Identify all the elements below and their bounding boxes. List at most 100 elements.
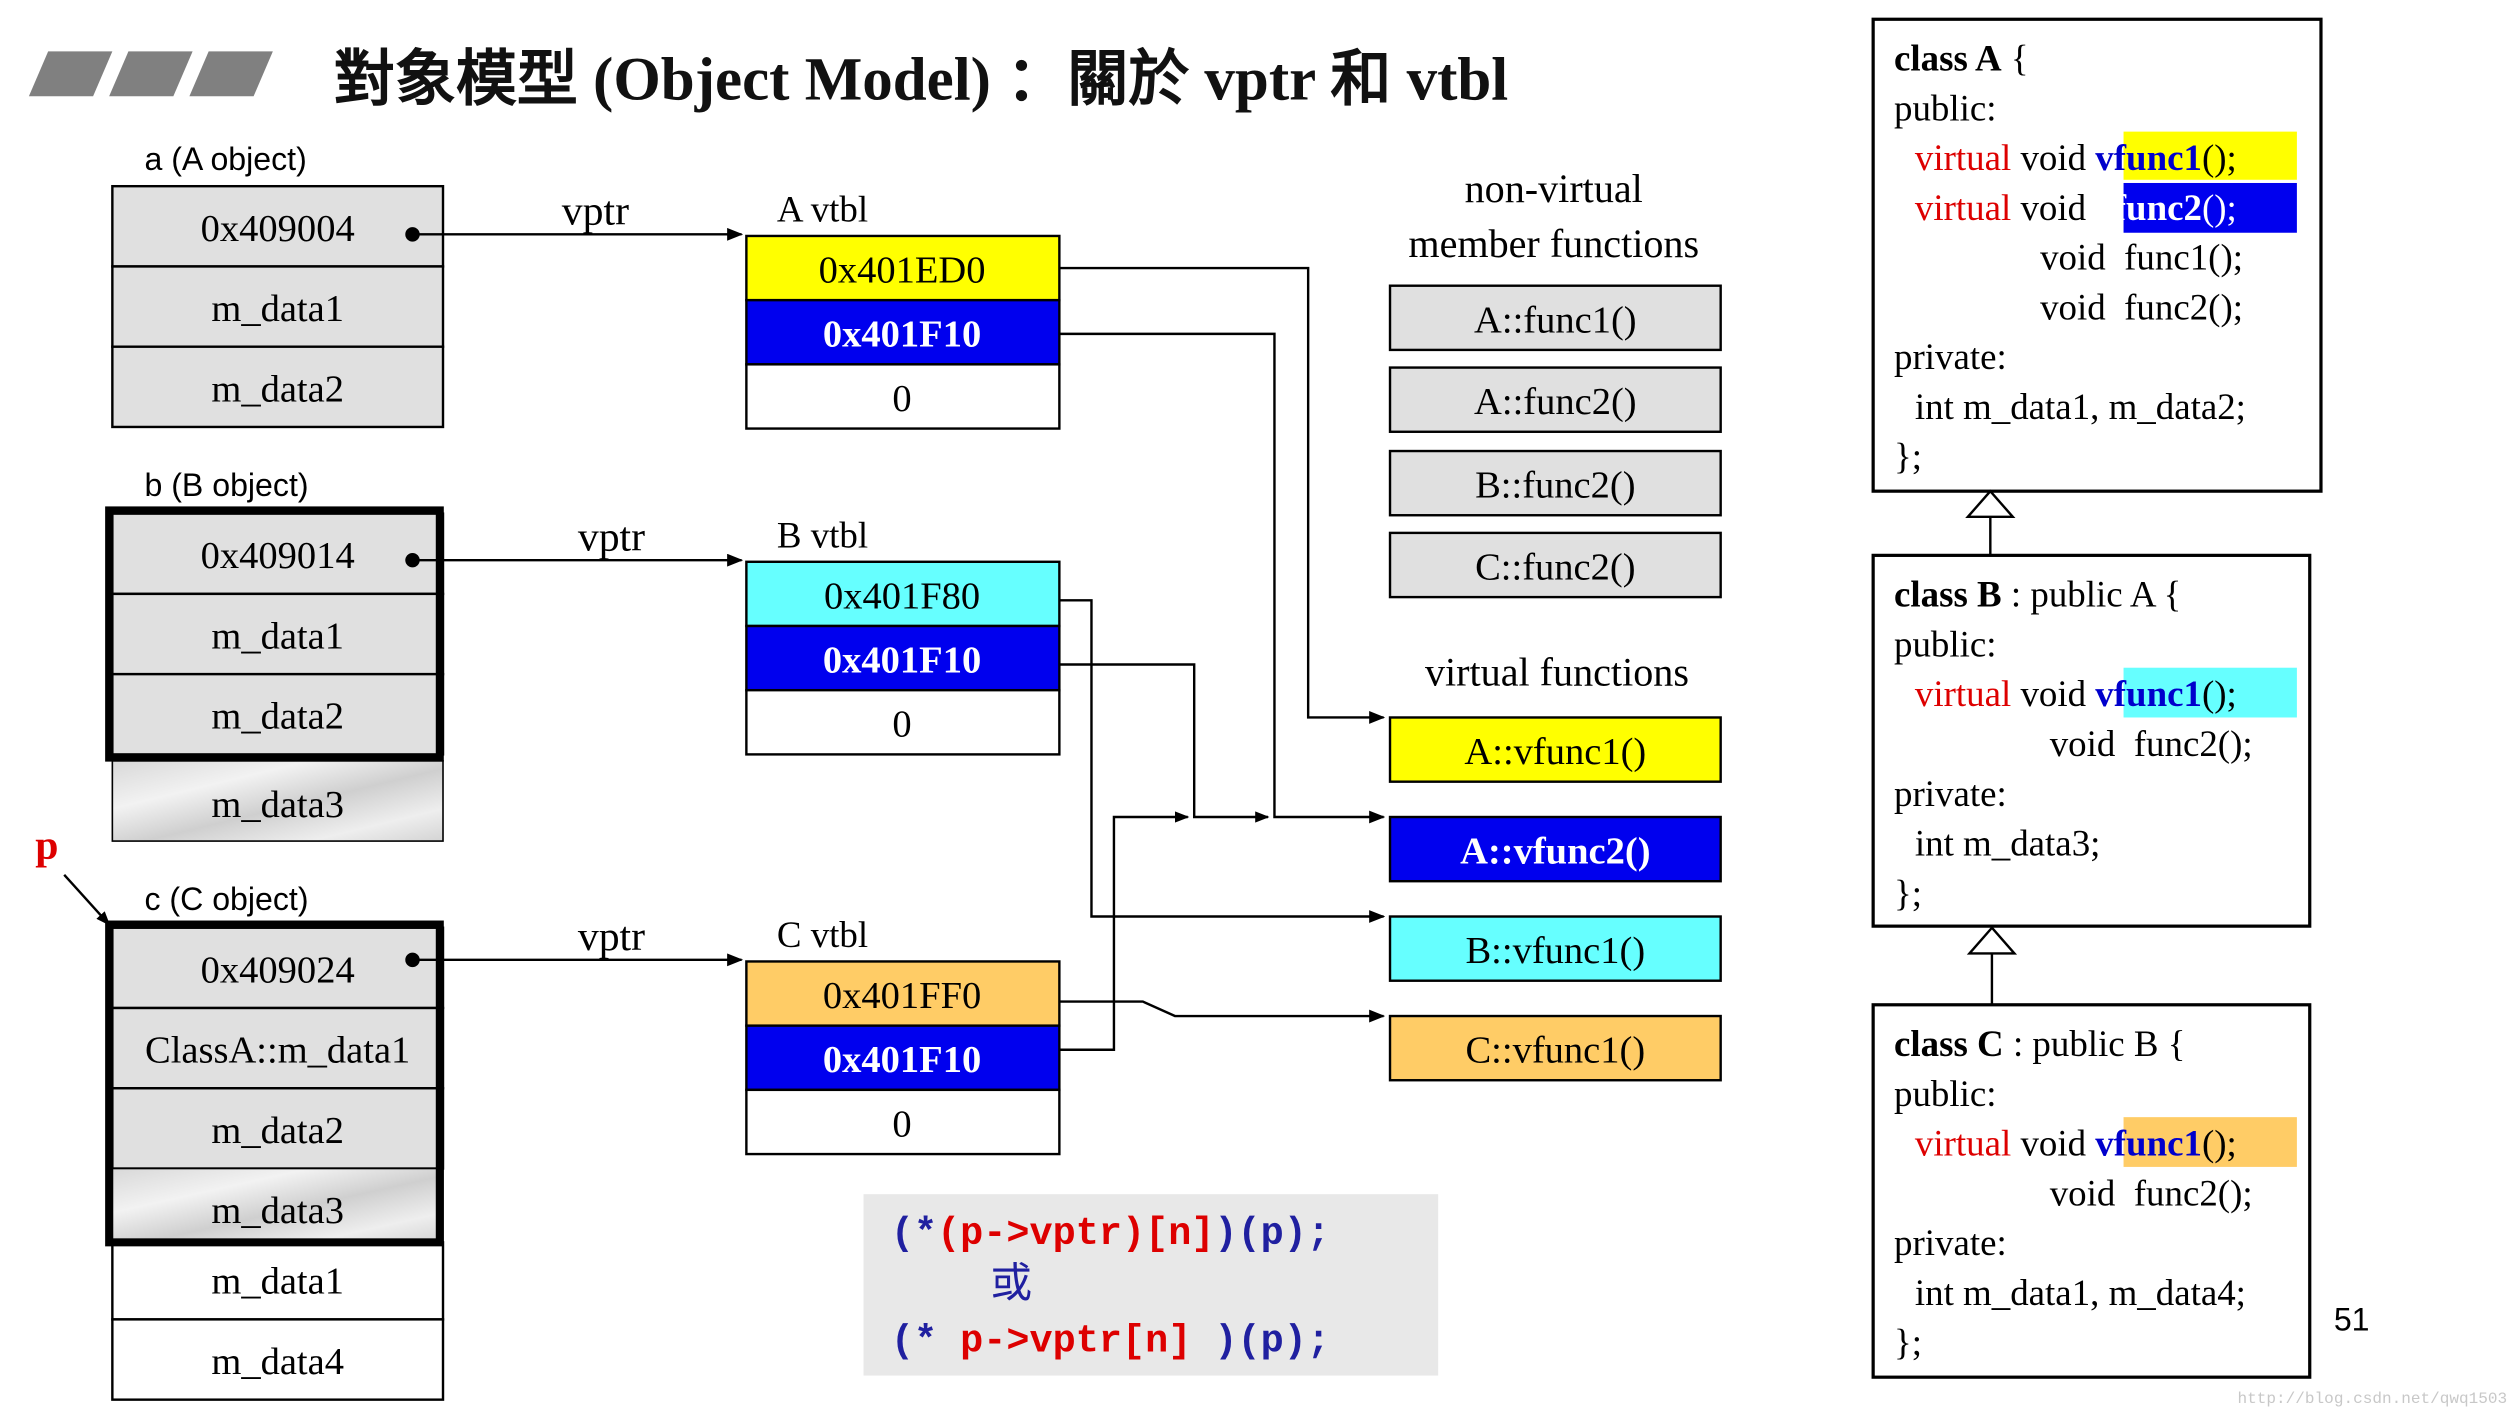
vfunc1-name: vfunc1	[2095, 673, 2202, 714]
nonvirtual-function: A::func1()	[1474, 299, 1637, 341]
object-a-field: m_data1	[211, 288, 344, 330]
member-decl: int m_data3;	[1915, 823, 2101, 864]
class-b-name: class B	[1894, 574, 2002, 615]
vtbl-b-entry: 0	[892, 704, 911, 746]
member-decl: int m_data1, m_data2;	[1915, 386, 2246, 427]
svg-text:class A {: class A {	[1894, 38, 2029, 79]
object-c: c (C object) 0x409024 ClassA::m_data1 m_…	[105, 881, 445, 1401]
call-syntax-line: (* p->vptr[n] )(p);	[891, 1319, 1330, 1363]
object-c-field: m_data4	[211, 1341, 344, 1383]
virtual-keyword: virtual	[1915, 673, 2011, 714]
nonvirtual-heading: non-virtual	[1465, 166, 1643, 211]
object-c-field: m_data2	[211, 1110, 344, 1152]
svg-text:class B : public A {: class B : public A {	[1894, 574, 2181, 615]
class-b-code: class B : public A { public: virtual voi…	[1871, 553, 2312, 928]
call-syntax-or: 或	[990, 1259, 1032, 1306]
vtbl-c-title: C vtbl	[777, 914, 868, 955]
virtual-keyword: virtual	[1915, 187, 2011, 228]
nonvirtual-function: B::func2()	[1475, 465, 1635, 507]
virtual-keyword: virtual	[1915, 137, 2011, 178]
object-a-field: m_data2	[211, 368, 344, 410]
method-decl: void func2();	[2050, 1172, 2253, 1214]
access-private: private:	[1894, 773, 2007, 814]
object-b-field: m_data3	[211, 784, 344, 826]
vptr-arrows: vptr vptr vptr	[412, 189, 744, 967]
virtual-keyword: virtual	[1915, 1123, 2011, 1164]
vtbl-b-title: B vtbl	[777, 514, 868, 555]
call-syntax-line: (*(p->vptr)[n])(p);	[891, 1212, 1330, 1256]
virtual-function: B::vfunc1()	[1465, 930, 1645, 972]
vtbl-c-entry: 0x401F10	[823, 1039, 981, 1081]
vtbl-connectors	[1059, 266, 1386, 1051]
svg-text:virtual void vfunc1();: virtual void vfunc1();	[1915, 1123, 2237, 1165]
member-decl: int m_data1, m_data4;	[1915, 1272, 2246, 1313]
nonvirtual-heading: member functions	[1408, 221, 1699, 266]
object-c-vptr-value: 0x409024	[201, 949, 355, 991]
vtbl-a-title: A vtbl	[777, 189, 868, 230]
slide-title: 對象模型 (Object Model) ：關於 vptr 和 vtbl	[334, 46, 1508, 114]
method-decl: void func1();	[2040, 237, 2243, 279]
nonvirtual-function: A::func2()	[1474, 381, 1637, 423]
access-public: public:	[1894, 623, 1997, 664]
inheritance-arrow-b-to-a	[1965, 489, 2016, 556]
object-c-label: c (C object)	[144, 881, 308, 917]
vtbl-a-entry: 0x401F10	[823, 314, 981, 356]
svg-text:virtual void vfunc1();: virtual void vfunc1();	[1915, 137, 2237, 179]
object-a-vptr-value: 0x409004	[201, 208, 355, 250]
svg-text:virtual void vfunc2();: virtual void vfunc2();	[1915, 187, 2237, 229]
nonvirtual-function: C::func2()	[1475, 546, 1635, 588]
class-close: };	[1894, 1322, 1922, 1363]
method-decl: void func2();	[2050, 723, 2253, 765]
vtbl-a: A vtbl 0x401ED0 0x401F10 0	[745, 189, 1061, 430]
access-private: private:	[1894, 1222, 2007, 1263]
vtbl-b-entry: 0x401F80	[824, 575, 980, 617]
class-c-name: class C	[1894, 1023, 2004, 1064]
virtual-function: A::vfunc2()	[1460, 831, 1650, 873]
pointer-p: p	[35, 823, 111, 926]
vtbl-c-entry: 0	[892, 1103, 911, 1145]
method-decl: void func2();	[2040, 286, 2243, 328]
object-b-field: m_data1	[211, 615, 344, 657]
vptr-label: vptr	[562, 189, 629, 235]
object-c-field: ClassA::m_data1	[145, 1030, 410, 1072]
vptr-label: vptr	[578, 914, 645, 960]
object-b-label: b (B object)	[144, 467, 308, 503]
virtual-heading: virtual functions	[1425, 649, 1689, 694]
svg-text:class C : public B {: class C : public B {	[1894, 1023, 2185, 1064]
vptr-label: vptr	[578, 515, 645, 561]
nonvirtual-functions: non-virtual member functions A::func1() …	[1388, 166, 1722, 599]
object-a-label: a (A object)	[144, 141, 306, 177]
access-private: private:	[1894, 336, 2007, 377]
class-close: };	[1894, 872, 1922, 913]
object-c-field: m_data1	[211, 1261, 344, 1303]
class-c-code: class C : public B { public: virtual voi…	[1871, 1003, 2312, 1379]
object-a: a (A object) 0x409004 m_data1 m_data2	[111, 141, 445, 429]
pointer-p-label: p	[35, 823, 58, 869]
access-public: public:	[1894, 87, 1997, 128]
object-b: b (B object) 0x409014 m_data1 m_data2 m_…	[105, 467, 445, 842]
page-number: 51	[2334, 1302, 2370, 1338]
class-a-name: class A	[1894, 38, 2002, 79]
vtbl-a-entry: 0	[892, 378, 911, 420]
object-b-vptr-value: 0x409014	[201, 535, 355, 577]
vfunc1-name: vfunc1	[2095, 137, 2202, 178]
title-decoration	[28, 51, 273, 97]
virtual-function: A::vfunc1()	[1464, 731, 1646, 773]
object-b-field: m_data2	[211, 696, 344, 738]
virtual-function: C::vfunc1()	[1465, 1030, 1645, 1072]
vfunc2-name: vfunc2	[2095, 187, 2202, 228]
access-public: public:	[1894, 1073, 1997, 1114]
class-close: };	[1894, 436, 1922, 477]
object-c-field: m_data3	[211, 1190, 344, 1232]
class-a-code: class A { public: virtual void vfunc1();…	[1871, 17, 2323, 493]
vtbl-b-entry: 0x401F10	[823, 640, 981, 682]
inheritance-arrow-c-to-b	[1966, 925, 2018, 1005]
vtbl-c-entry: 0x401FF0	[823, 975, 981, 1017]
call-syntax-box: (*(p->vptr)[n])(p); 或 (* p->vptr[n] )(p)…	[863, 1194, 1439, 1376]
vtbl-a-entry: 0x401ED0	[819, 249, 986, 291]
vtbl-c: C vtbl 0x401FF0 0x401F10 0	[745, 914, 1061, 1156]
virtual-functions: virtual functions A::vfunc1() A::vfunc2(…	[1388, 649, 1722, 1082]
watermark: http://blog.csdn.net/qwq1503	[2238, 1390, 2508, 1408]
